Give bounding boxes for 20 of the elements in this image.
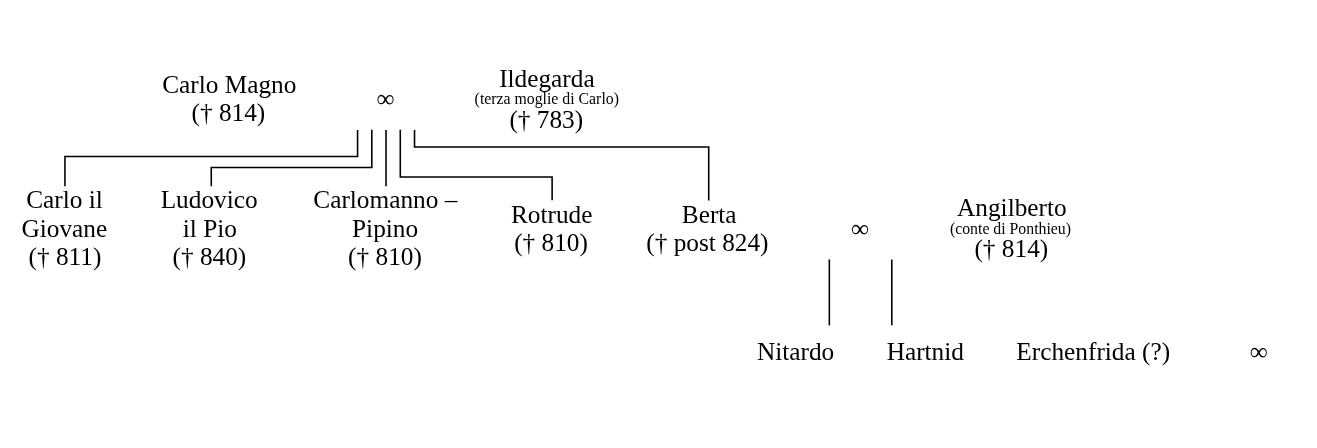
label: Erchenfrida (?) <box>1016 336 1171 365</box>
node-text: Berta († post 824) <box>646 199 769 256</box>
node-text: Rotrude († 810) <box>511 199 593 256</box>
connector <box>828 258 831 326</box>
connector <box>413 128 710 201</box>
connector <box>385 128 387 187</box>
connector <box>64 128 359 187</box>
node-text: Angilberto (conte di Ponthieu) († 814) <box>949 192 1072 262</box>
node-text: Ludovico il Pio († 840) <box>160 184 258 270</box>
node-text: Ildegarda (terza moglie di Carlo) († 783) <box>474 63 619 133</box>
node-text: Carlo il Giovane († 811) <box>21 184 108 270</box>
node-text: Hartnid <box>886 336 964 365</box>
label: ∞ <box>1249 336 1268 365</box>
node-text: ∞ <box>851 213 870 242</box>
node-text: Carlomanno – Pipino († 810) <box>313 184 458 270</box>
connector <box>399 128 553 201</box>
node-text: Carlo Magno († 814) <box>162 69 297 126</box>
node-text: Nitardo <box>756 336 835 365</box>
connector <box>891 258 893 326</box>
node-text: ∞ <box>376 83 395 112</box>
